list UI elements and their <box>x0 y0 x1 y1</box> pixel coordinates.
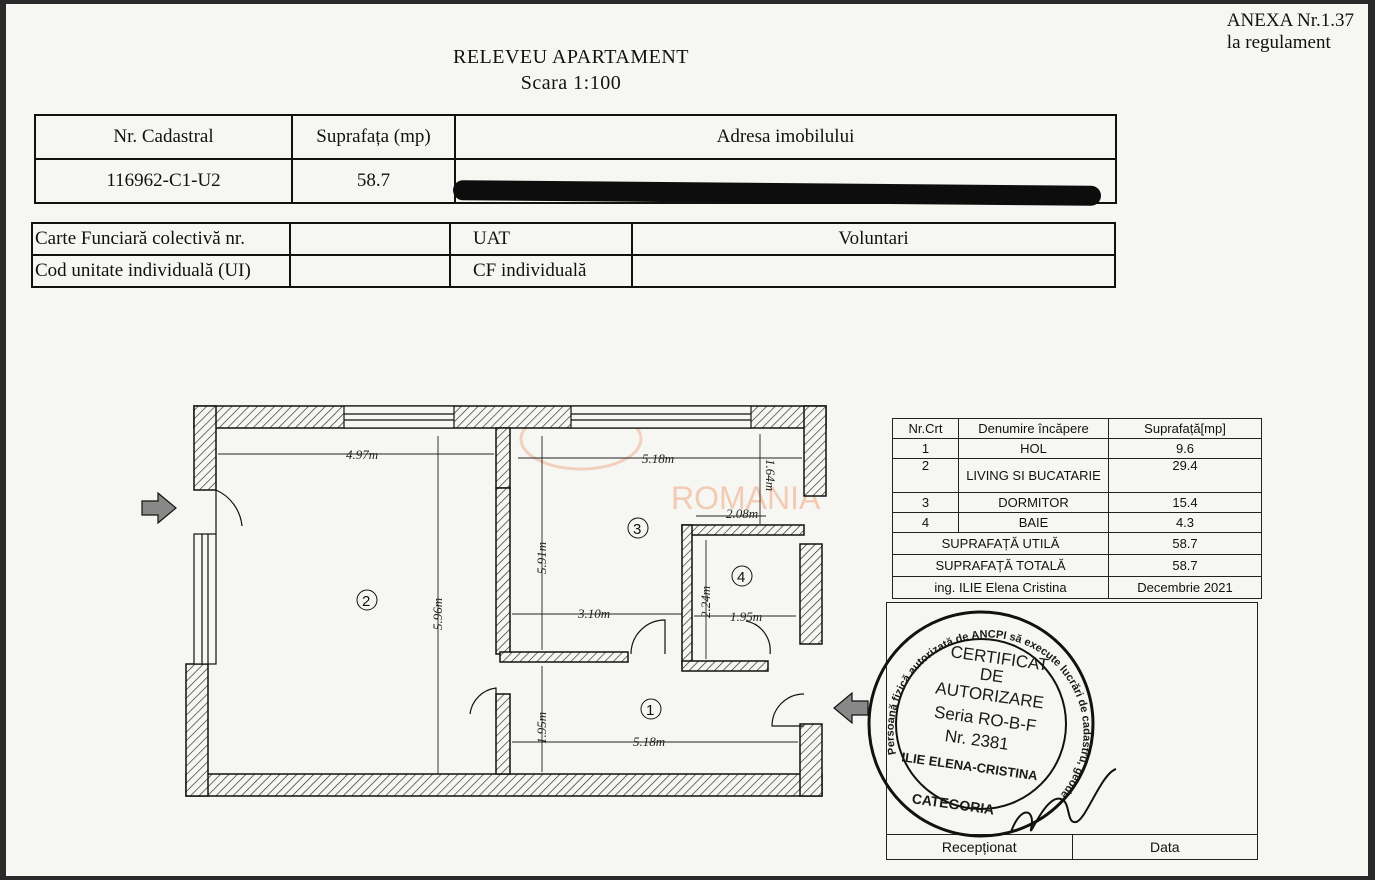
dimension-lines <box>218 434 802 774</box>
document-date: Decembrie 2021 <box>1108 576 1262 599</box>
room-row-1-name: HOL <box>958 438 1109 459</box>
windows <box>193 405 752 665</box>
room-row-3-area: 15.4 <box>1108 492 1262 513</box>
annex-label: ANEXA Nr.1.37 la regulament <box>1227 10 1354 54</box>
room-row-3-nr: 3 <box>892 492 959 513</box>
room-row-4-area: 4.3 <box>1108 512 1262 533</box>
useful-area-label: SUPRAFAȚĂ UTILĂ <box>892 532 1109 555</box>
value-carte-funciara <box>289 222 451 256</box>
room-number-4: 4 <box>737 569 745 586</box>
document-sheet: ANEXA Nr.1.37 la regulament RELEVEU APAR… <box>6 4 1368 876</box>
total-area-value: 58.7 <box>1108 554 1262 577</box>
value-uat: Voluntari <box>631 222 1116 256</box>
engineer-name: ing. ILIE Elena Cristina <box>892 576 1109 599</box>
rooms-table: Nr.Crt Denumire încăpere Suprafață[mp] 1… <box>892 418 1262 599</box>
dim-hall-height: 1.95m <box>534 712 549 744</box>
label-cf-individuala: CF individuală <box>449 254 633 288</box>
value-suprafata: 58.7 <box>291 158 456 204</box>
room-markers: 1 2 3 4 <box>356 517 753 720</box>
dim-bath-height: 2.24m <box>698 586 713 618</box>
label-carte-funciara: Carte Funciară colectivă nr. <box>31 222 291 256</box>
stamp-name: ILIE ELENA-CRISTINA <box>901 749 1040 783</box>
useful-area-value: 58.7 <box>1108 532 1262 555</box>
room-row-3-name: DORMITOR <box>958 492 1109 513</box>
dim-bath-width: 1.95m <box>730 609 762 624</box>
signature-row: Recepționat Data <box>886 834 1258 860</box>
rooms-header-name: Denumire încăpere <box>958 418 1109 439</box>
room-number-1: 1 <box>646 702 654 719</box>
room-number-3: 3 <box>633 521 641 538</box>
dim-living-height: 5.96m <box>430 598 445 630</box>
rooms-header-nr: Nr.Crt <box>892 418 959 439</box>
stamp-category: CATEGORIA <box>911 790 995 817</box>
entry-arrows <box>141 491 869 725</box>
value-cod-unitate <box>289 254 451 288</box>
room-row-2-area: 29.4 <box>1108 458 1262 493</box>
dim-bath-top: 2.08m <box>726 506 758 521</box>
dim-bedroom-width: 5.18m <box>642 451 674 466</box>
header-suprafata: Suprafața (mp) <box>291 114 456 160</box>
dim-hall-width: 5.18m <box>633 734 665 749</box>
annex-number: ANEXA Nr.1.37 <box>1226 10 1354 31</box>
room-row-2-name: LIVING SI BUCATARIE <box>958 458 1109 493</box>
room-row-1-nr: 1 <box>892 438 959 459</box>
room-row-4-name: BAIE <box>958 512 1109 533</box>
dim-bedroom-bottom: 3.10m <box>577 606 610 621</box>
title-main: RELEVEU APARTAMENT <box>452 46 690 68</box>
dimension-labels: 4.97m 5.18m 1.64m 2.08m 5.91m 5.96m 3.10… <box>346 447 778 749</box>
exterior-walls <box>185 405 827 797</box>
annex-regulation: la regulament <box>1226 32 1331 53</box>
handwritten-signature <box>1010 768 1117 833</box>
header-nr-cadastral: Nr. Cadastral <box>34 114 293 160</box>
total-area-label: SUPRAFAȚĂ TOTALĂ <box>892 554 1109 577</box>
stamp-line2: DE <box>979 664 1005 686</box>
rooms-header-area: Suprafață[mp] <box>1108 418 1262 439</box>
dim-living-width: 4.97m <box>346 447 378 462</box>
title-scale: Scara 1:100 <box>520 72 622 94</box>
label-uat: UAT <box>449 222 633 256</box>
room-row-2-nr: 2 <box>892 458 959 493</box>
dim-bedroom-depth: 1.64m <box>763 459 778 491</box>
authorization-stamp: Persoană fizică autorizată de ANCPI să e… <box>861 594 1117 838</box>
date-label: Data <box>1149 839 1180 855</box>
dim-bedroom-height: 5.91m <box>534 542 549 574</box>
room-row-4-nr: 4 <box>892 512 959 533</box>
doors <box>215 489 805 727</box>
room-number-2: 2 <box>362 593 370 610</box>
value-cf-individuala <box>631 254 1116 288</box>
document-title: RELEVEU APARTAMENT Scara 1:100 <box>6 44 1136 96</box>
room-row-1-area: 9.6 <box>1108 438 1262 459</box>
value-nr-cadastral: 116962-C1-U2 <box>34 158 293 204</box>
floor-plan: ROMANIA <box>141 405 869 797</box>
received-label: Recepționat <box>887 835 1073 859</box>
label-cod-unitate: Cod unitate individuală (UI) <box>31 254 291 288</box>
header-adresa: Adresa imobilului <box>454 114 1117 160</box>
cf-table: Carte Funciară colectivă nr. UAT Volunta… <box>31 222 1116 288</box>
watermark-text: ROMANIA <box>671 480 821 516</box>
